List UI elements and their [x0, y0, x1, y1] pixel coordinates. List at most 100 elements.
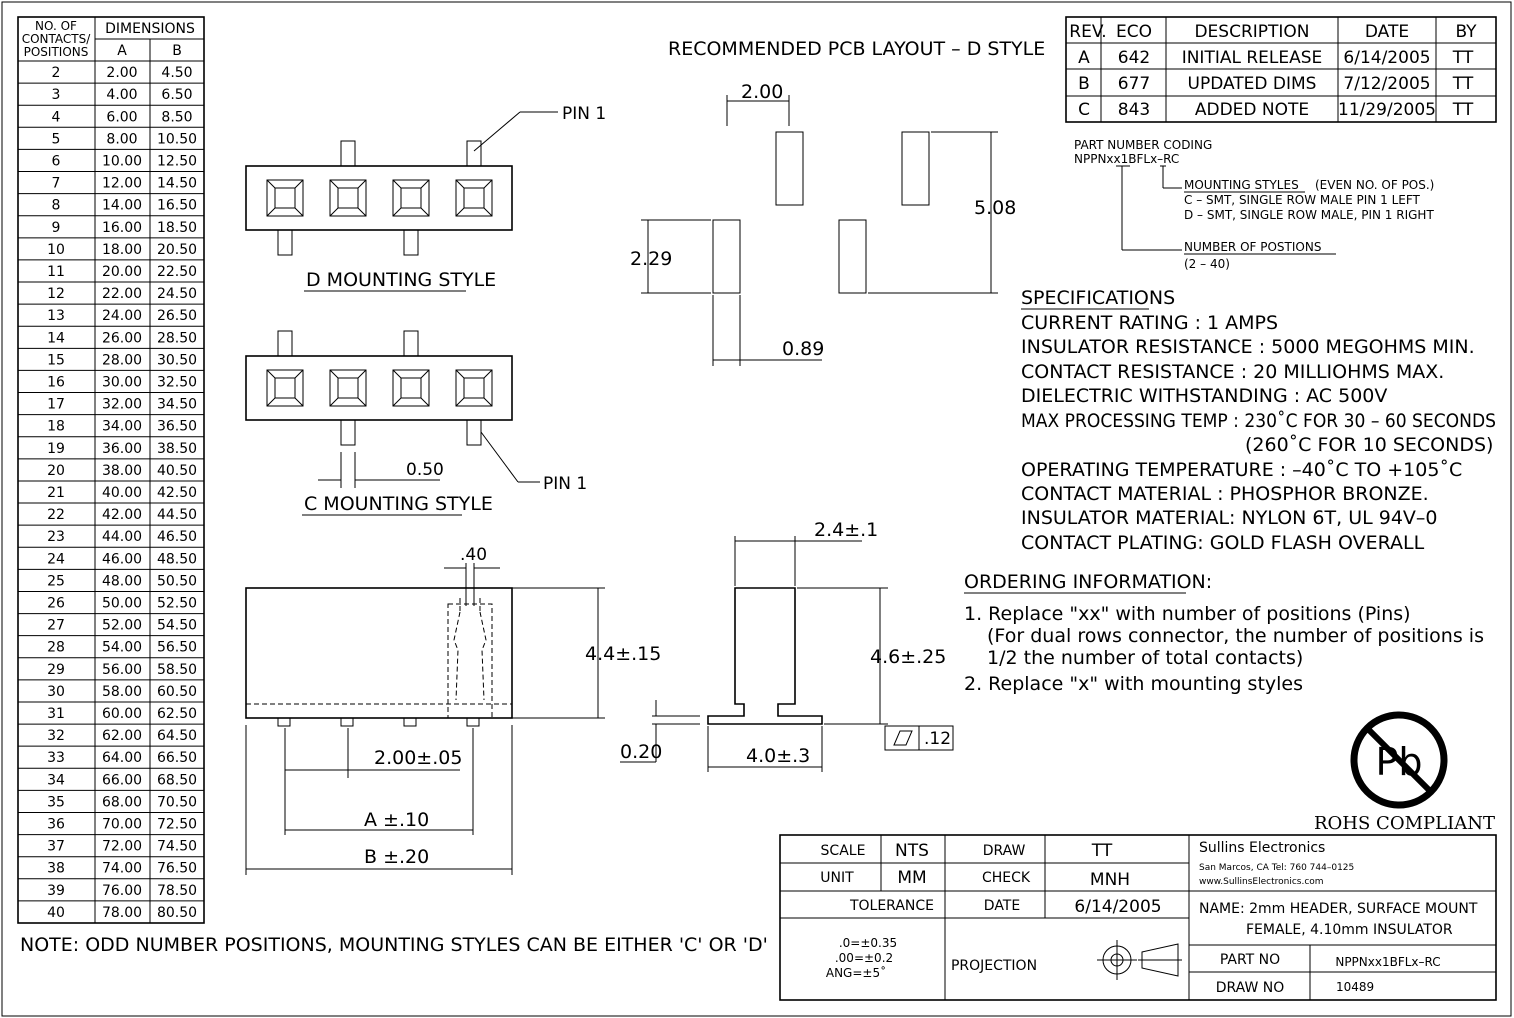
table-cell-a: 22.00	[102, 286, 142, 302]
pcb-pad-3	[712, 219, 741, 294]
table-cell-a: 68.00	[102, 794, 142, 810]
table-cell-a: 4.00	[106, 87, 137, 103]
front-contact-hidden	[447, 603, 493, 719]
table-header-a: A	[117, 43, 127, 59]
table-cell-positions: 14	[47, 330, 65, 346]
dim-40: 4.0±.3	[746, 745, 810, 767]
table-cell-a: 78.00	[102, 905, 142, 921]
name-line-2: FEMALE, 4.10mm INSULATOR	[1246, 922, 1453, 938]
spec-contact-plating: CONTACT PLATING: GOLD FLASH OVERALL	[1021, 532, 1425, 554]
rev-header-eco: ECO	[1116, 22, 1152, 42]
table-cell-a: 46.00	[102, 551, 142, 567]
no-lead-icon	[1350, 711, 1448, 809]
table-cell-a: 60.00	[102, 706, 142, 722]
table-cell-b: 12.50	[157, 153, 197, 169]
table-cell-positions: 19	[47, 441, 65, 457]
table-cell-b: 18.50	[157, 220, 197, 236]
rev-row-b-eco: 677	[1118, 74, 1150, 94]
table-cell-positions: 22	[47, 507, 65, 523]
table-cell-a: 54.00	[102, 640, 142, 656]
table-cell-a: 10.00	[102, 153, 142, 169]
revision-table: REV. ECO DESCRIPTION DATE BY A 642 INITI…	[1065, 16, 1497, 123]
table-cell-b: 52.50	[157, 596, 197, 612]
table-cell-a: 34.00	[102, 419, 142, 435]
ordering-line-4: 2. Replace "x" with mounting styles	[964, 673, 1303, 695]
c-pin1-leader	[480, 431, 519, 483]
mounting-styles-title: MOUNTING STYLES	[1184, 178, 1299, 192]
specifications: SPECIFICATIONS CURRENT RATING : 1 AMPS I…	[1021, 287, 1496, 554]
table-cell-positions: 5	[52, 131, 61, 147]
table-cell-b: 42.50	[157, 485, 197, 501]
table-cell-a: 70.00	[102, 817, 142, 833]
table-cell-a: 38.00	[102, 463, 142, 479]
d-style-cavities	[266, 179, 493, 217]
c-mounting-style-view: PIN 1 0.50 C MOUNTING STYLE	[245, 330, 587, 516]
table-cell-b: 48.50	[157, 551, 197, 567]
dim-24: 2.4±.1	[814, 519, 878, 541]
unit-label: UNIT	[820, 870, 854, 886]
draw-label: DRAW	[983, 843, 1026, 859]
table-cell-b: 14.50	[157, 176, 197, 192]
tolerance-2: .00=±0.2	[835, 951, 893, 965]
title-block: SCALE NTS UNIT MM DRAW TT CHECK MNH TOLE…	[779, 834, 1497, 1001]
table-cell-positions: 8	[52, 198, 61, 214]
pcb-pad-1	[775, 131, 804, 206]
pcb-layout-title: RECOMMENDED PCB LAYOUT – D STYLE	[668, 38, 1045, 60]
spec-current-rating: CURRENT RATING : 1 AMPS	[1021, 312, 1278, 334]
spec-insulator-resistance: INSULATOR RESISTANCE : 5000 MEGOHMS MIN.	[1021, 336, 1475, 358]
table-cell-b: 72.50	[157, 817, 197, 833]
table-cell-a: 74.00	[102, 861, 142, 877]
ordering-line-1: 1. Replace "xx" with number of positions…	[964, 603, 1411, 625]
table-cell-a: 14.00	[102, 198, 142, 214]
table-cell-b: 58.50	[157, 662, 197, 678]
table-cell-positions: 29	[47, 662, 65, 678]
spec-max-temp-2: (260˚C FOR 10 SECONDS)	[1245, 434, 1493, 456]
table-cell-a: 6.00	[106, 109, 137, 125]
table-cell-positions: 35	[47, 794, 65, 810]
table-cell-a: 44.00	[102, 529, 142, 545]
table-cell-a: 2.00	[106, 65, 137, 81]
table-cell-a: 20.00	[102, 264, 142, 280]
front-housing	[245, 587, 513, 719]
dim-pad-h: 2.29	[630, 248, 672, 270]
table-cell-a: 8.00	[106, 131, 137, 147]
table-cell-positions: 15	[47, 352, 65, 368]
table-cell-positions: 7	[52, 176, 61, 192]
table-cell-positions: 10	[47, 242, 65, 258]
table-cell-b: 4.50	[161, 65, 192, 81]
c-style-cavities	[266, 369, 493, 407]
table-cell-a: 64.00	[102, 750, 142, 766]
ordering-information: ORDERING INFORMATION: 1. Replace "xx" wi…	[964, 571, 1484, 695]
dim-pad-w: 0.89	[782, 338, 824, 360]
d-style-housing	[245, 165, 513, 231]
check-value: MNH	[1090, 870, 1130, 890]
table-cell-a: 40.00	[102, 485, 142, 501]
spec-contact-material: CONTACT MATERIAL : PHOSPHOR BRONZE.	[1021, 483, 1429, 505]
table-cell-positions: 33	[47, 750, 65, 766]
table-cell-positions: 26	[47, 596, 65, 612]
rev-row-a-date: 6/14/2005	[1343, 48, 1430, 68]
table-cell-b: 36.50	[157, 419, 197, 435]
rohs-label: ROHS COMPLIANT	[1314, 813, 1495, 834]
table-cell-b: 38.50	[157, 441, 197, 457]
table-cell-a: 32.00	[102, 397, 142, 413]
dim-pitch: 2.00	[741, 81, 783, 103]
date-value: 6/14/2005	[1074, 897, 1161, 917]
dim-height: 5.08	[974, 197, 1016, 219]
rev-row-a-by: TT	[1452, 48, 1474, 68]
table-cell-positions: 32	[47, 728, 65, 744]
tolerance-1: .0=±0.35	[839, 936, 897, 950]
table-cell-b: 60.50	[157, 684, 197, 700]
table-cell-positions: 40	[47, 905, 65, 921]
table-cell-a: 24.00	[102, 308, 142, 324]
table-cell-b: 78.50	[157, 883, 197, 899]
table-cell-b: 10.50	[157, 131, 197, 147]
rev-header-rev: REV.	[1069, 22, 1106, 42]
table-cell-positions: 25	[47, 573, 65, 589]
table-cell-positions: 11	[47, 264, 65, 280]
table-cell-b: 76.50	[157, 861, 197, 877]
table-cell-positions: 37	[47, 839, 65, 855]
name-line-1: NAME: 2mm HEADER, SURFACE MOUNT	[1199, 901, 1478, 917]
table-cell-positions: 13	[47, 308, 65, 324]
